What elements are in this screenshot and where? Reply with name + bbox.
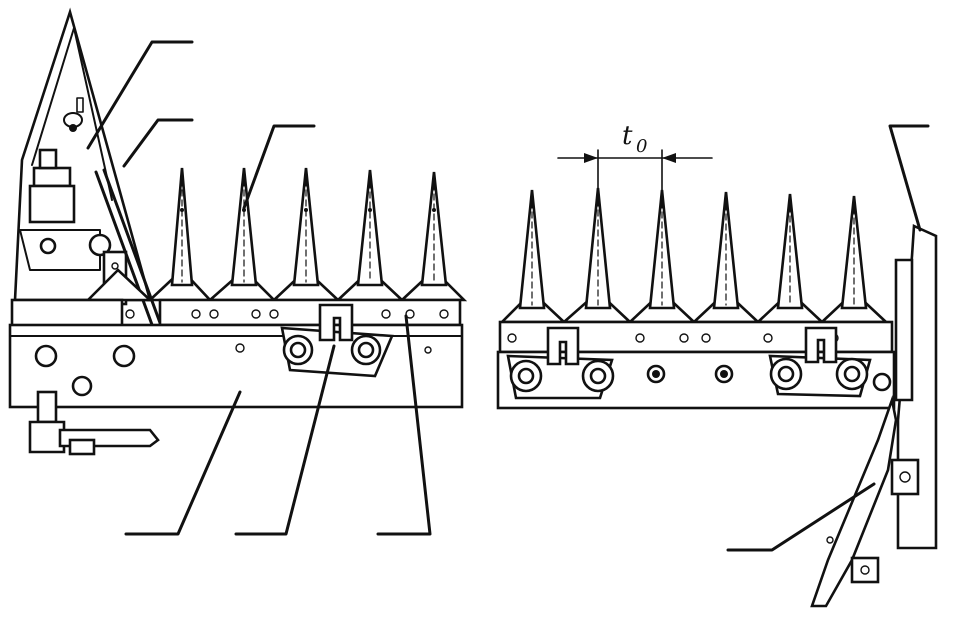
leader-lifter-rod (122, 118, 194, 168)
left-knife-clamp (280, 303, 394, 378)
leader-inner-shoe-lower (726, 482, 876, 552)
leader-divider-shoe (86, 40, 194, 150)
pitch-label: t (622, 121, 633, 151)
pitch-dimension: t 0 (557, 121, 713, 201)
leader-guard-finger (242, 124, 316, 210)
right-knife-clamp-left (506, 326, 615, 400)
left-cutter-bar-assembly (8, 7, 468, 456)
leader-inner-shoe (888, 124, 930, 232)
inner-divider-shoe (810, 224, 938, 608)
right-cutter-bar-assembly: t 0 (496, 121, 938, 608)
pitch-label-subscript: 0 (636, 136, 647, 157)
right-knife-sections (498, 290, 890, 324)
leader-knife-clamp (234, 344, 336, 536)
leader-cutter-bar (124, 390, 242, 536)
right-knife-clamp-right (768, 326, 872, 398)
leader-section-plate (376, 314, 432, 536)
left-bottom-bracket (28, 390, 160, 456)
left-guard-fingers (170, 167, 448, 287)
right-guard-fingers (518, 187, 868, 310)
callout-leaders (86, 40, 930, 552)
